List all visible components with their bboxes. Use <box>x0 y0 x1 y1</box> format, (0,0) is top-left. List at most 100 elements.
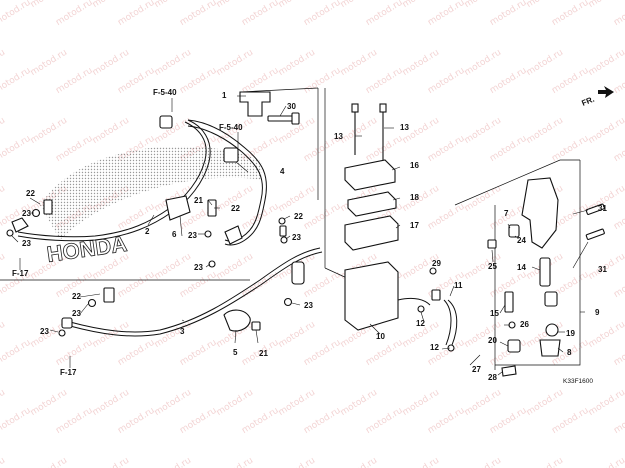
watermark-text: motod.ru <box>29 116 69 146</box>
front-direction-arrow: FR. <box>580 86 614 108</box>
watermark-text: motod.ru <box>0 456 7 468</box>
watermark-text: motod.ru <box>463 116 503 146</box>
watermark-text: motod.ru <box>364 406 404 436</box>
part-number-25: 25 <box>488 262 497 271</box>
watermark-text: motod.ru <box>91 48 131 78</box>
watermark-text: motod.ru <box>426 406 466 436</box>
banjo-bolts-left <box>6 199 293 337</box>
watermark-text: motod.ru <box>116 202 156 232</box>
watermark-text: motod.ru <box>153 48 193 78</box>
watermark-text: motod.ru <box>215 456 255 468</box>
part-number-23-a: 23 <box>22 209 31 218</box>
watermark-text: motod.ru <box>488 66 528 96</box>
watermark-text: motod.ru <box>91 320 131 350</box>
watermark-text: motod.ru <box>116 270 156 300</box>
watermark-text: motod.ru <box>240 406 280 436</box>
watermark-text: motod.ru <box>525 0 565 10</box>
watermark-text: motod.ru <box>587 456 625 468</box>
watermark-text: motod.ru <box>215 0 255 10</box>
watermark-text: motod.ru <box>153 320 193 350</box>
watermark-text: motod.ru <box>277 48 317 78</box>
watermark-text: motod.ru <box>153 388 193 418</box>
watermark-text: motod.ru <box>0 48 7 78</box>
watermark-text: motod.ru <box>302 270 342 300</box>
part-number-26: 26 <box>520 320 529 329</box>
part-number-4: 4 <box>280 167 285 176</box>
watermark-text: motod.ru <box>364 338 404 368</box>
watermark-text: motod.ru <box>339 456 379 468</box>
part-number-7: 7 <box>504 209 509 218</box>
watermark-text: motod.ru <box>612 270 625 300</box>
watermark-text: motod.ru <box>550 406 590 436</box>
part-number-13-a: 13 <box>334 132 343 141</box>
watermark-text: motod.ru <box>612 0 625 28</box>
watermark-text: motod.ru <box>612 134 625 164</box>
watermark-text: motod.ru <box>525 48 565 78</box>
part-number-17: 17 <box>410 221 419 230</box>
watermark-text: motod.ru <box>240 0 280 28</box>
part-number-22-b: 22 <box>231 204 240 213</box>
part-number-10: 10 <box>376 332 385 341</box>
watermark-text: motod.ru <box>612 66 625 96</box>
watermark-text: motod.ru <box>401 48 441 78</box>
watermark-text: motod.ru <box>550 66 590 96</box>
watermark-text: motod.ru <box>277 320 317 350</box>
part-number-21-b: 21 <box>259 349 268 358</box>
watermark-text: motod.ru <box>302 338 342 368</box>
watermark-text: motod.ru <box>91 116 131 146</box>
watermark-text: motod.ru <box>488 134 528 164</box>
watermark-text: motod.ru <box>0 338 33 368</box>
watermark-text: motod.ru <box>525 388 565 418</box>
part-number-12-b: 12 <box>430 343 439 352</box>
part-number-22-d: 22 <box>72 292 81 301</box>
watermark-text: motod.ru <box>277 184 317 214</box>
watermark-text: motod.ru <box>302 202 342 232</box>
watermark-text: motod.ru <box>178 66 218 96</box>
part-number-1: 1 <box>222 91 227 100</box>
part-number-27: 27 <box>472 365 481 374</box>
part-number-23-d: 23 <box>194 263 203 272</box>
watermark-text: motod.ru <box>277 456 317 468</box>
watermark-text: motod.ru <box>488 0 528 28</box>
watermark-text: motod.ru <box>91 456 131 468</box>
watermark-text: motod.ru <box>426 134 466 164</box>
part-number-23-h: 23 <box>40 327 49 336</box>
ref-label-f-5-40-b: F-5-40 <box>219 123 243 132</box>
part-number-23-c: 23 <box>188 231 197 240</box>
watermark-text: motod.ru <box>587 320 625 350</box>
watermark-text: motod.ru <box>0 388 7 418</box>
watermark-text: motod.ru <box>91 388 131 418</box>
part-number-24: 24 <box>517 236 526 245</box>
watermark-text: motod.ru <box>587 116 625 146</box>
watermark-text: motod.ru <box>302 406 342 436</box>
watermark-text: motod.ru <box>153 116 193 146</box>
watermark-text: motod.ru <box>426 202 466 232</box>
watermark-text: motod.ru <box>116 406 156 436</box>
watermark-text: motod.ru <box>463 48 503 78</box>
part-number-30: 30 <box>287 102 296 111</box>
part-number-2: 2 <box>145 227 150 236</box>
watermark-text: motod.ru <box>178 270 218 300</box>
watermark-text: motod.ru <box>116 66 156 96</box>
master-cylinder <box>487 177 605 377</box>
part-number-16: 16 <box>410 161 419 170</box>
part-number-31-b: 31 <box>598 265 607 274</box>
part-number-28: 28 <box>488 373 497 382</box>
watermark-text: motod.ru <box>116 338 156 368</box>
watermark-text: motod.ru <box>339 388 379 418</box>
watermark-text: motod.ru <box>587 388 625 418</box>
watermark-text: motod.ru <box>0 66 33 96</box>
watermark-text: motod.ru <box>54 406 94 436</box>
watermark-text: motod.ru <box>54 338 94 368</box>
part-number-3: 3 <box>180 327 185 336</box>
watermark-text: motod.ru <box>612 202 625 232</box>
watermark-text: motod.ru <box>54 0 94 28</box>
watermark-text: motod.ru <box>463 456 503 468</box>
watermark-text: motod.ru <box>153 252 193 282</box>
watermark-text: motod.ru <box>153 0 193 10</box>
watermark-text: motod.ru <box>401 456 441 468</box>
ref-label-f-17-a: F-17 <box>12 269 29 278</box>
watermark-text: motod.ru <box>364 66 404 96</box>
part-number-23-e: 23 <box>292 233 301 242</box>
watermark-text: motod.ru <box>587 0 625 10</box>
